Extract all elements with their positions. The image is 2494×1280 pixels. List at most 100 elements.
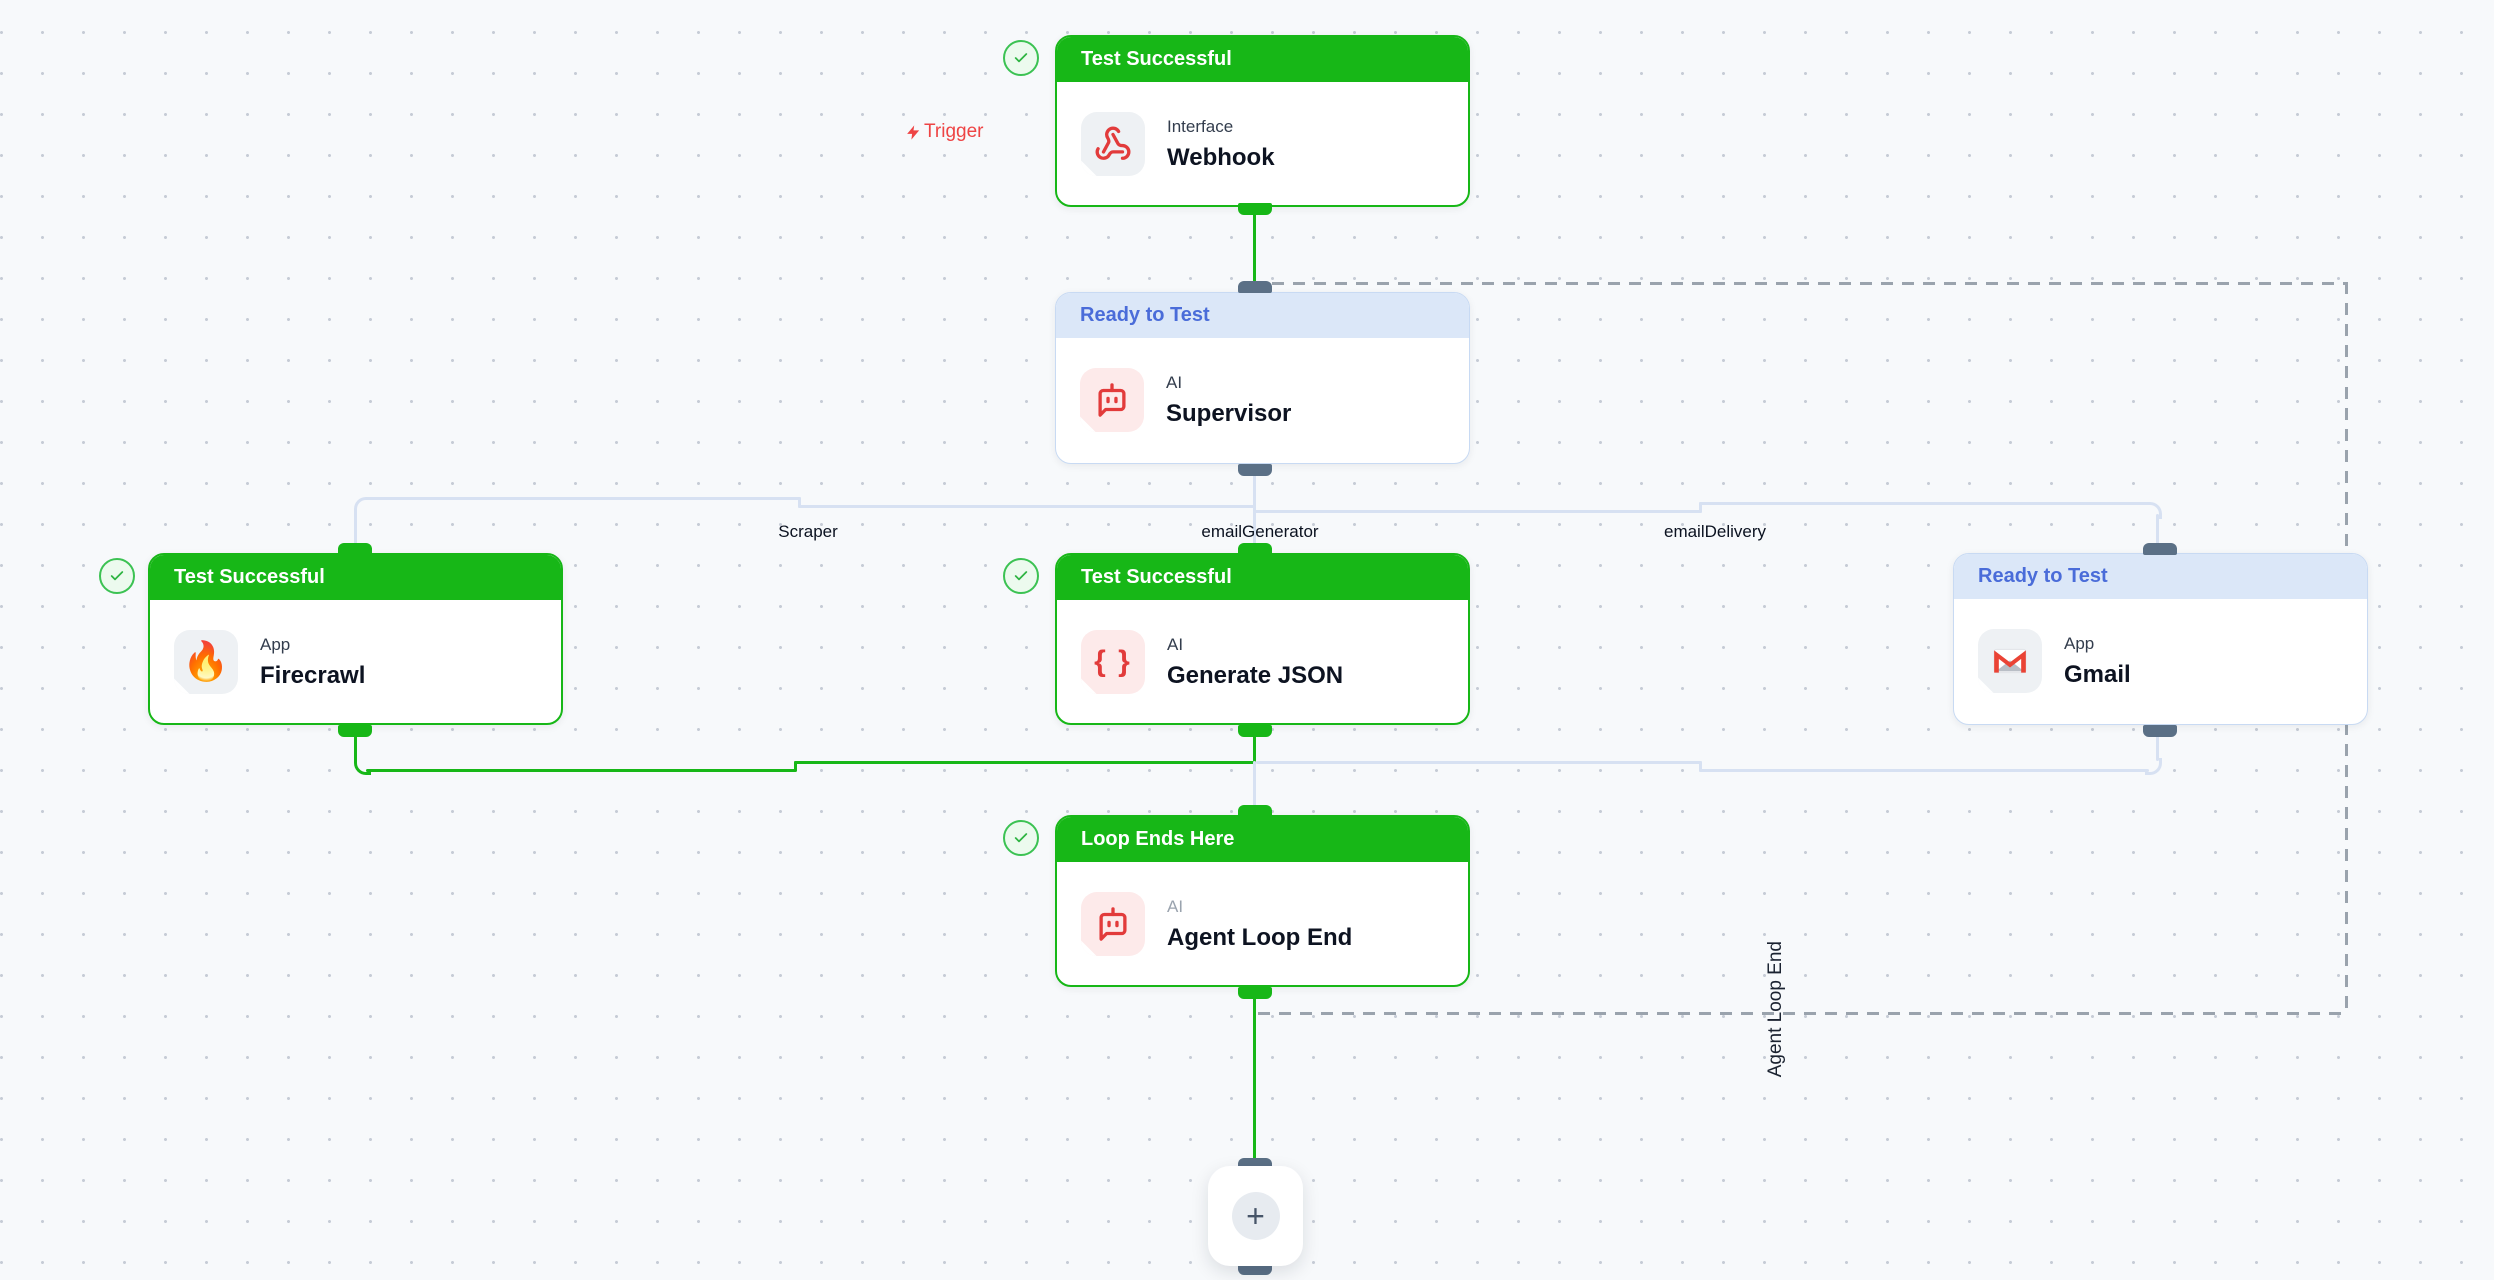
edge-bus-corner-left bbox=[354, 497, 371, 514]
edge-bus-step-b bbox=[1699, 502, 1702, 513]
node-supervisor-kind: AI bbox=[1166, 372, 1183, 392]
webhook-success-check-icon bbox=[1003, 40, 1039, 76]
node-gmail-status-header: Ready to Test bbox=[1954, 554, 2367, 601]
node-firecrawl-title: Firecrawl bbox=[260, 661, 366, 689]
trigger-label: Trigger bbox=[905, 121, 983, 143]
fire-emoji: 🔥 bbox=[182, 641, 230, 683]
node-firecrawl-text: App Firecrawl bbox=[260, 635, 365, 690]
agent-loop-end-success-check-icon bbox=[1003, 820, 1039, 856]
node-agent-loop-end-status-header: Loop Ends Here bbox=[1057, 817, 1468, 864]
lightning-bolt-icon bbox=[907, 124, 920, 140]
node-webhook-status-label: Test Successful bbox=[1081, 48, 1232, 70]
node-agent-loop-end-text: AI Agent Loop End bbox=[1167, 897, 1352, 952]
supervisor-input-handle[interactable] bbox=[1238, 281, 1272, 293]
edge-firecrawl-corner bbox=[354, 758, 371, 775]
node-generate-json-kind: AI bbox=[1167, 634, 1184, 654]
node-gmail[interactable]: Ready to Test App Gmail bbox=[1953, 553, 2368, 725]
braces-glyph: { } bbox=[1094, 645, 1132, 678]
node-agent-loop-end-kind: AI bbox=[1167, 896, 1184, 916]
firecrawl-input-handle[interactable] bbox=[338, 543, 372, 555]
gmail-input-handle[interactable] bbox=[2143, 543, 2177, 555]
webhook-icon bbox=[1081, 112, 1145, 176]
node-gmail-title: Gmail bbox=[2064, 660, 2131, 688]
edge-bus-drop-gmail bbox=[2156, 514, 2159, 547]
node-generate-json-status-header: Test Successful bbox=[1057, 555, 1468, 602]
add-node-output-handle[interactable] bbox=[1238, 1263, 1272, 1275]
node-webhook-kind: Interface bbox=[1167, 116, 1234, 136]
firecrawl-output-handle[interactable] bbox=[338, 725, 372, 737]
loop-region-border-top bbox=[1272, 282, 2348, 285]
node-gmail-kind: App bbox=[2064, 633, 2095, 653]
node-agent-loop-end-status-label: Loop Ends Here bbox=[1081, 828, 1235, 850]
node-generate-json[interactable]: Test Successful { } AI Generate JSON bbox=[1055, 553, 1470, 725]
node-supervisor-status-header: Ready to Test bbox=[1056, 293, 1469, 340]
node-supervisor-status-label: Ready to Test bbox=[1080, 304, 1210, 326]
edge-label-email-generator: emailGenerator bbox=[1201, 522, 1319, 541]
edge-label-email-delivery: emailDelivery bbox=[1663, 522, 1767, 541]
edge-firecrawl-horizontal-b bbox=[794, 761, 1256, 764]
agent-loop-end-input-handle[interactable] bbox=[1238, 805, 1272, 817]
edge-bus-drop-firecrawl bbox=[354, 509, 357, 547]
node-firecrawl-status-header: Test Successful bbox=[150, 555, 561, 602]
loop-region-border-bottom bbox=[1258, 1012, 2348, 1015]
node-supervisor-body: AI Supervisor bbox=[1056, 340, 1469, 460]
node-generate-json-title: Generate JSON bbox=[1167, 661, 1344, 689]
edge-bus-top-b bbox=[798, 505, 1256, 508]
generate-json-input-handle[interactable] bbox=[1238, 543, 1272, 555]
firecrawl-success-check-icon bbox=[99, 558, 135, 594]
edge-loopend-to-add bbox=[1253, 989, 1256, 1169]
edge-bus-top-d bbox=[1699, 502, 2149, 505]
node-agent-loop-end-title: Agent Loop End bbox=[1167, 923, 1353, 951]
braces-icon: { } bbox=[1081, 630, 1145, 694]
edge-bus-top-a bbox=[366, 497, 801, 500]
node-agent-loop-end-body: AI Agent Loop End bbox=[1057, 864, 1468, 984]
node-supervisor[interactable]: Ready to Test AI Supervisor bbox=[1055, 292, 1470, 464]
loop-region-label: Agent Loop End bbox=[1765, 941, 1786, 1078]
node-firecrawl[interactable]: Test Successful 🔥 App Firecrawl bbox=[148, 553, 563, 725]
edge-gmail-step bbox=[1699, 761, 1702, 772]
fire-icon: 🔥 bbox=[174, 630, 238, 694]
node-firecrawl-body: 🔥 App Firecrawl bbox=[150, 602, 561, 722]
generate-json-success-check-icon bbox=[1003, 558, 1039, 594]
node-firecrawl-kind: App bbox=[260, 634, 291, 654]
edge-bus-top-c bbox=[1253, 510, 1702, 513]
node-webhook[interactable]: Test Successful Interface Webhook bbox=[1055, 35, 1470, 207]
node-gmail-text: App Gmail bbox=[2064, 634, 2131, 689]
edge-label-scraper: Scraper bbox=[778, 522, 838, 541]
gmail-icon bbox=[1978, 629, 2042, 693]
edge-supervisor-to-generatejson bbox=[1253, 464, 1256, 554]
edge-generatejson-down bbox=[1253, 729, 1256, 765]
node-webhook-title: Webhook bbox=[1167, 143, 1275, 171]
edge-firecrawl-step bbox=[794, 761, 797, 772]
edge-firecrawl-down bbox=[354, 729, 357, 761]
node-agent-loop-end[interactable]: Loop Ends Here AI Agent Loop End bbox=[1055, 815, 1470, 987]
node-webhook-status-header: Test Successful bbox=[1057, 37, 1468, 84]
trigger-label-text: Trigger bbox=[924, 121, 984, 142]
edge-bus-step-a bbox=[798, 497, 801, 508]
edge-webhook-to-supervisor bbox=[1253, 205, 1256, 285]
gmail-output-handle[interactable] bbox=[2143, 725, 2177, 737]
node-firecrawl-status-label: Test Successful bbox=[174, 566, 325, 588]
node-generate-json-body: { } AI Generate JSON bbox=[1057, 602, 1468, 722]
edge-gmail-corner bbox=[2145, 758, 2162, 775]
webhook-output-handle[interactable] bbox=[1238, 203, 1272, 215]
node-gmail-status-label: Ready to Test bbox=[1978, 565, 2108, 587]
edge-gmail-horizontal-b bbox=[1256, 761, 1702, 764]
edge-gmail-horizontal-a bbox=[1699, 769, 2149, 772]
node-supervisor-text: AI Supervisor bbox=[1166, 373, 1291, 428]
agent-loop-end-output-handle[interactable] bbox=[1238, 987, 1272, 999]
node-webhook-text: Interface Webhook bbox=[1167, 117, 1275, 172]
add-node-button[interactable]: + bbox=[1208, 1166, 1303, 1266]
node-supervisor-title: Supervisor bbox=[1166, 399, 1292, 427]
edge-bus-corner-right bbox=[2145, 502, 2162, 519]
robot-icon bbox=[1081, 892, 1145, 956]
generate-json-output-handle[interactable] bbox=[1238, 725, 1272, 737]
plus-icon[interactable]: + bbox=[1231, 1192, 1280, 1240]
edge-junction-to-loopend bbox=[1253, 761, 1256, 808]
robot-icon bbox=[1080, 368, 1144, 432]
supervisor-output-handle[interactable] bbox=[1238, 464, 1272, 476]
node-generate-json-text: AI Generate JSON bbox=[1167, 635, 1343, 690]
node-webhook-body: Interface Webhook bbox=[1057, 84, 1468, 204]
node-gmail-body: App Gmail bbox=[1954, 601, 2367, 721]
